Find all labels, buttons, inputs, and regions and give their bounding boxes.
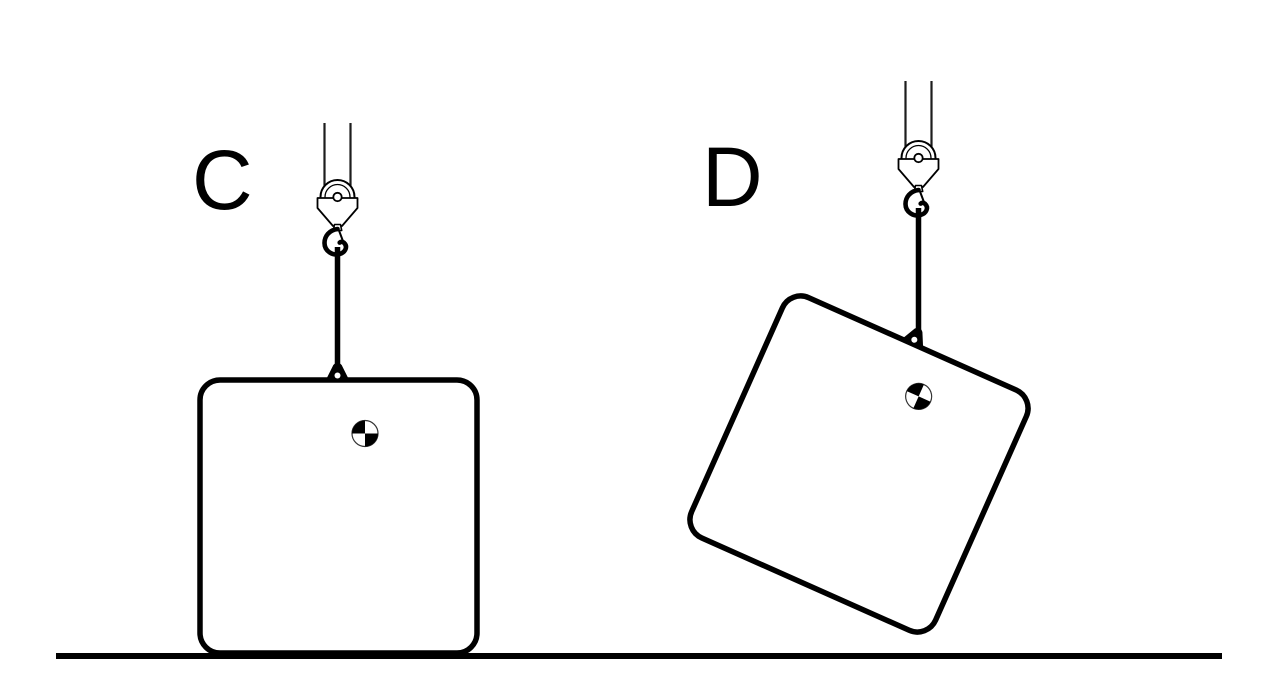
hook-block-housing-icon — [897, 158, 940, 188]
lifting-lug-icon — [901, 327, 924, 350]
hook-block-housing-icon — [316, 197, 359, 227]
load-d — [687, 293, 1031, 635]
lug-loop-icon — [326, 362, 349, 382]
cog-quadrant-topleft-icon — [352, 420, 365, 434]
hoist-d — [897, 81, 940, 332]
lug-hole-icon — [911, 336, 918, 343]
hoist-c — [316, 123, 359, 366]
cog-quadrant-bottomright-icon — [365, 433, 378, 447]
pulley-axle-icon — [913, 152, 924, 164]
load-box-d — [687, 293, 1031, 635]
lifting-lug-icon — [326, 362, 349, 382]
cog-quadrant-topleft-icon — [906, 383, 924, 397]
scenario-label-c: C — [192, 133, 253, 227]
load-c — [197, 362, 480, 656]
load-box-c — [197, 377, 480, 656]
hook-safety-latch-icon — [338, 229, 345, 244]
center-of-gravity-icon — [351, 419, 379, 448]
lug-hole-icon — [334, 372, 341, 379]
cog-quadrant-bottomright-icon — [913, 396, 931, 410]
scenario-label-d: D — [702, 130, 763, 224]
hook-safety-latch-icon — [919, 190, 926, 205]
center-of-gravity-icon — [905, 382, 933, 411]
pulley-axle-icon — [332, 191, 343, 203]
